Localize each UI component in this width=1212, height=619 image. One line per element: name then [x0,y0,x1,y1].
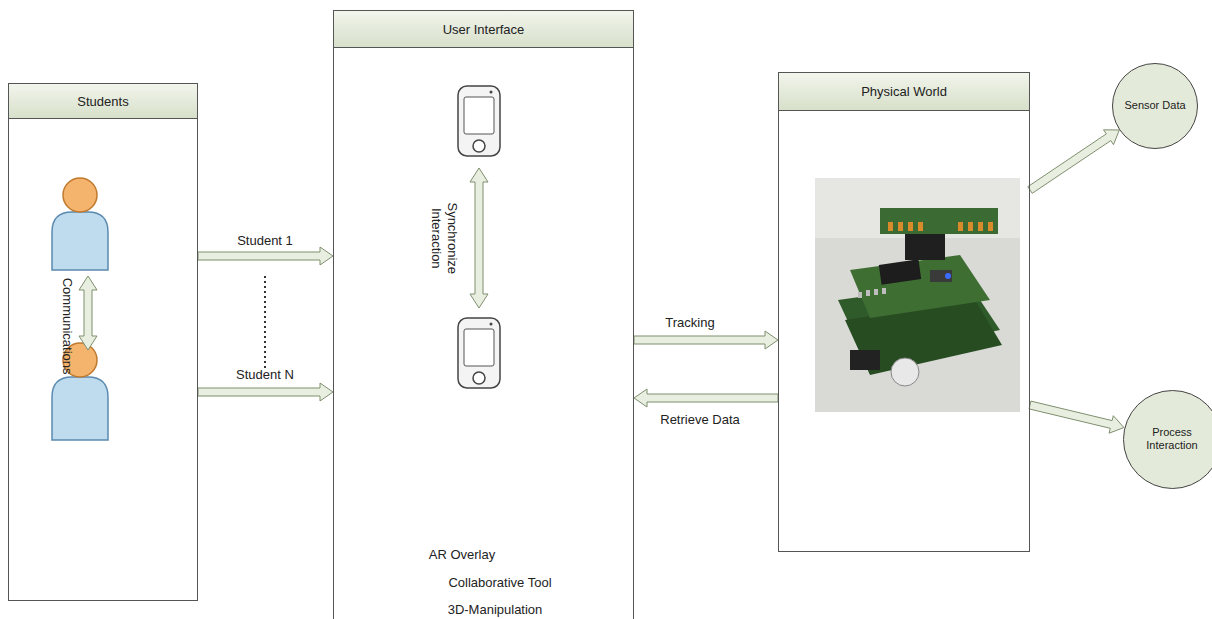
circle-node: Process Interaction [1123,390,1212,489]
vertical-label: Synchronize Interaction [428,198,461,278]
block-arrow [1029,401,1124,433]
panel-header: User Interface [334,11,633,48]
block-arrow [1028,130,1120,194]
arrow-label: Student 1 [237,233,293,248]
double-arrow [470,168,488,308]
arrow-label: Retrieve Data [660,412,739,427]
circle-label: Process Interaction [1124,422,1212,456]
circle-node: Sensor Data [1112,63,1198,149]
block-arrow [634,389,778,407]
panel-header: Students [9,84,197,119]
person-icon [52,178,108,270]
feature-label: AR Overlay [429,547,495,563]
block-arrow [198,383,333,401]
block-arrow [634,331,778,349]
feature-label: 3D-Manipulation [448,602,543,618]
arrow-label: Student N [236,367,294,382]
phone-icon [458,86,500,156]
panel-box: User Interface [333,10,634,619]
feature-label: Collaborative Tool [448,575,551,591]
panel-box: Physical World [778,72,1030,552]
double-arrow [79,276,97,350]
robot-photo [815,178,1020,412]
arrow-label: Tracking [665,315,714,330]
vertical-label: Communications [58,278,74,375]
panel-box: Students [8,83,198,601]
circle-label: Sensor Data [1120,95,1189,116]
phone-icon [458,318,500,388]
block-arrow [198,247,333,265]
panel-header: Physical World [779,73,1029,111]
dotted-line [264,276,266,370]
